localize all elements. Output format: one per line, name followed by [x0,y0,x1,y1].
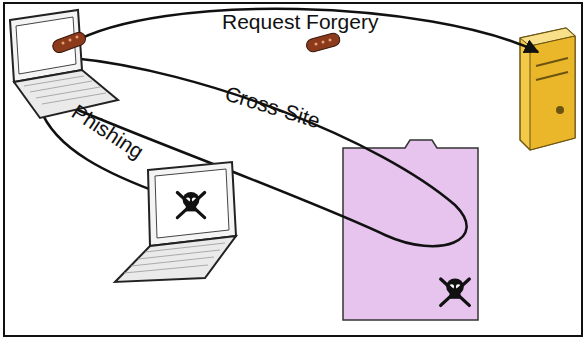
cross-site-loop [44,58,466,246]
malicious-document [343,140,478,320]
forgery-arc [70,9,538,52]
edge-label: Request Forgery [222,11,378,32]
attacker-laptop [115,162,236,282]
frame [4,3,582,336]
token [51,31,87,55]
edge-label: Cross-Site [223,82,323,131]
edge-label: Phishing [68,101,147,162]
user-laptop [10,10,118,118]
token [305,32,341,53]
